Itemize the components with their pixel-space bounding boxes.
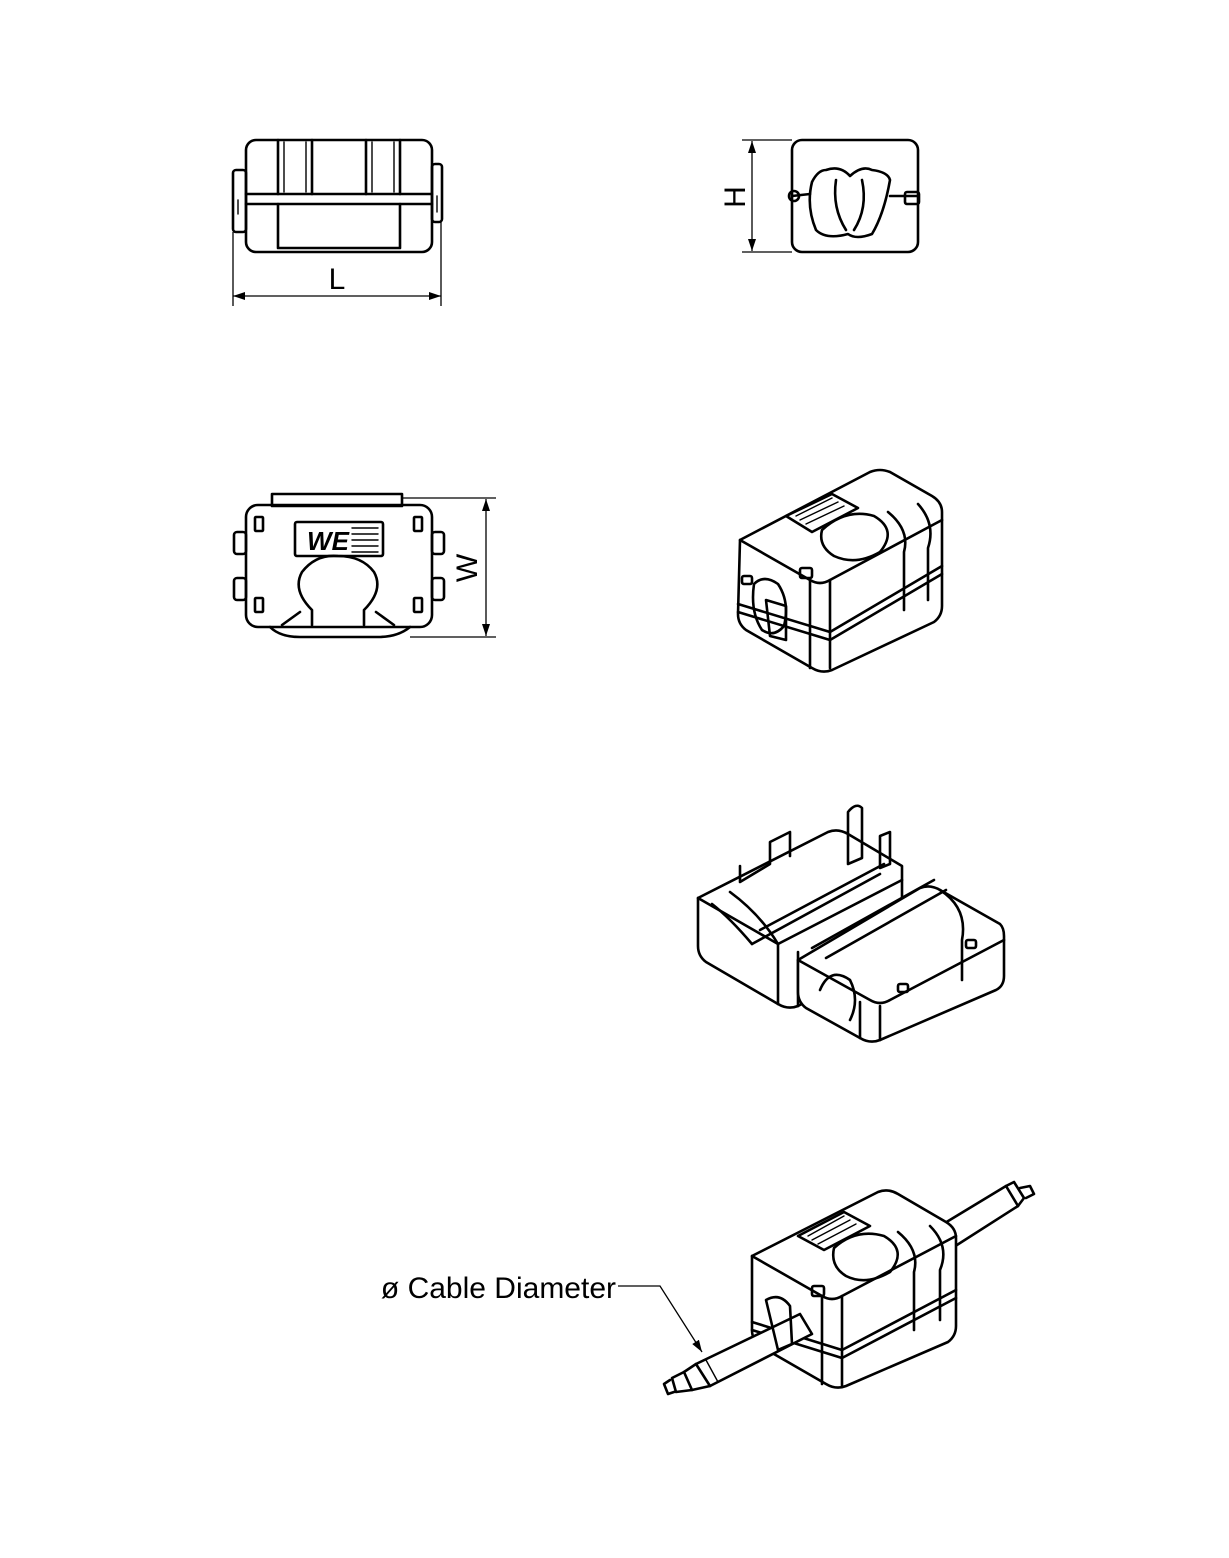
isometric-open-view: [696, 804, 1006, 1043]
side-view-length: L: [231, 138, 444, 306]
logo-text: WE: [307, 526, 350, 556]
end-view-height: H: [719, 138, 921, 254]
isometric-closed-view: [736, 468, 944, 673]
top-view-width: WE W: [232, 492, 496, 639]
width-dimension-label: W: [451, 553, 484, 582]
cable-diameter-callout: ø Cable Diameter: [381, 1272, 616, 1305]
length-dimension-label: L: [329, 263, 346, 296]
we-logo: WE: [293, 520, 385, 558]
isometric-cable-view: ø Cable Diameter: [381, 1180, 1036, 1396]
height-dimension-label: H: [719, 186, 752, 208]
